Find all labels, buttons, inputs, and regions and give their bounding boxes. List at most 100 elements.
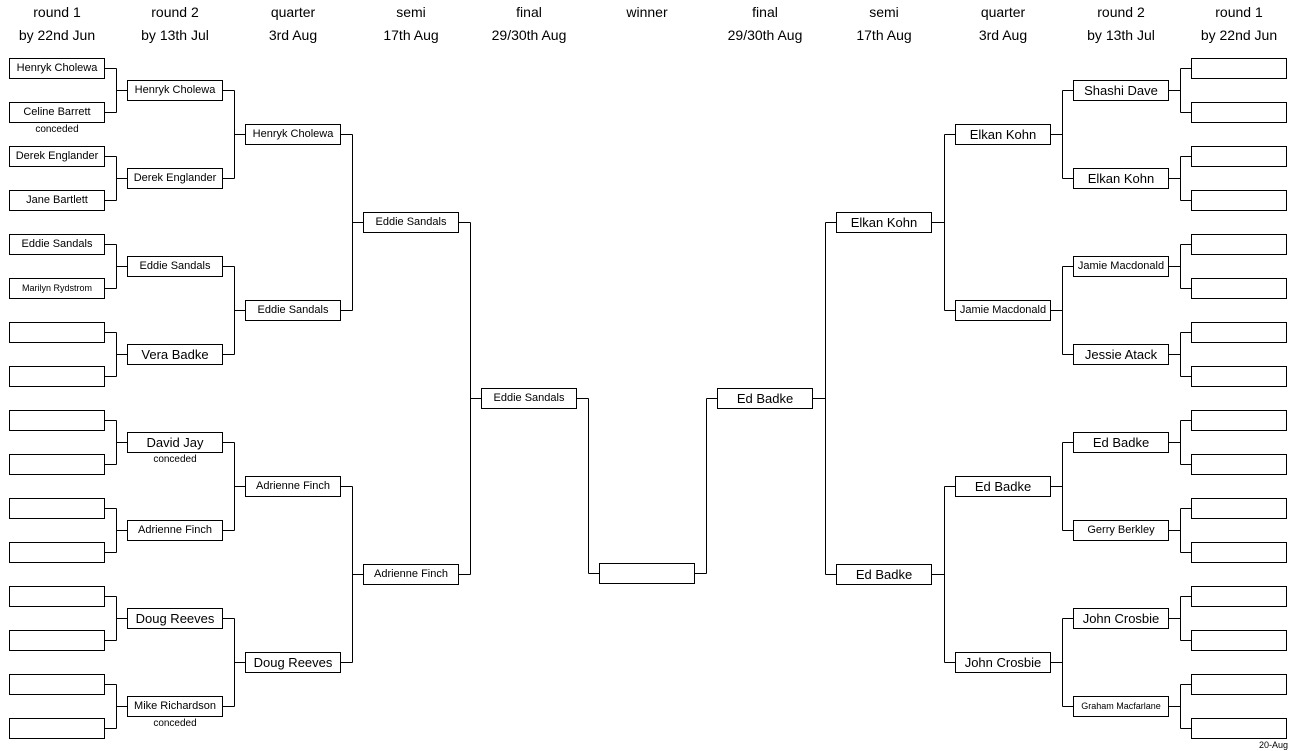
- round-date: 17th Aug: [383, 27, 439, 43]
- round-date: by 13th Jul: [1087, 27, 1155, 43]
- player-slot: [1191, 585, 1287, 607]
- round-date: 29/30th Aug: [727, 27, 803, 43]
- round-title: semi: [396, 4, 426, 20]
- round-date: 17th Aug: [856, 27, 912, 43]
- player-slot: Marilyn Rydstrom: [9, 277, 105, 299]
- player-slot: Derek Englander: [9, 145, 105, 167]
- round-header: final 29/30th Aug: [469, 1, 589, 47]
- round-header: semi 17th Aug: [824, 1, 944, 47]
- round-date: by 22nd Jun: [18, 27, 96, 43]
- player-slot: Jane Bartlett: [9, 189, 105, 211]
- player-slot: [1191, 629, 1287, 651]
- player-slot: Adrienne Finch: [245, 475, 341, 497]
- round-title: round 1: [1215, 4, 1263, 20]
- round-date: 3rd Aug: [268, 27, 318, 43]
- player-slot: [1191, 233, 1287, 255]
- conceded-note: conceded: [153, 453, 197, 465]
- round-date: by 13th Jul: [141, 27, 209, 43]
- player-slot: [9, 585, 105, 607]
- player-slot: Eddie Sandals: [127, 255, 223, 277]
- player-slot: [9, 497, 105, 519]
- player-slot: [9, 365, 105, 387]
- round-date: by 22nd Jun: [1200, 27, 1278, 43]
- round-title: round 2: [1097, 4, 1145, 20]
- winner-slot: [599, 562, 695, 584]
- player-slot: [9, 673, 105, 695]
- round-header: semi 17th Aug: [351, 1, 471, 47]
- player-slot: Vera Badke: [127, 343, 223, 365]
- player-slot: Jamie Macdonald: [955, 299, 1051, 321]
- player-slot: Derek Englander: [127, 167, 223, 189]
- round-header: winner: [587, 1, 707, 24]
- round-header: round 1 by 22nd Jun: [1179, 1, 1298, 47]
- player-slot: Jessie Atack: [1073, 343, 1169, 365]
- update-date: 20-Aug: [1258, 740, 1288, 750]
- player-slot: Adrienne Finch: [127, 519, 223, 541]
- player-slot: [9, 321, 105, 343]
- player-slot: [1191, 673, 1287, 695]
- player-slot: [1191, 453, 1287, 475]
- player-slot: [1191, 277, 1287, 299]
- player-slot: [9, 629, 105, 651]
- player-slot: Ed Badke: [836, 563, 932, 585]
- round-title: final: [752, 4, 778, 20]
- player-slot: Ed Badke: [717, 387, 813, 409]
- player-slot: Jamie Macdonald: [1073, 255, 1169, 277]
- player-slot: [9, 453, 105, 475]
- round-header: round 1 by 22nd Jun: [0, 1, 117, 47]
- player-slot: [1191, 717, 1287, 739]
- player-slot: [1191, 409, 1287, 431]
- round-title: round 2: [151, 4, 199, 20]
- player-slot: Eddie Sandals: [481, 387, 577, 409]
- player-slot: [1191, 365, 1287, 387]
- player-slot: Shashi Dave: [1073, 79, 1169, 101]
- player-slot: Elkan Kohn: [836, 211, 932, 233]
- player-slot: [9, 541, 105, 563]
- round-header: final 29/30th Aug: [705, 1, 825, 47]
- round-date: 3rd Aug: [978, 27, 1028, 43]
- round-title: final: [516, 4, 542, 20]
- player-slot: [9, 717, 105, 739]
- player-slot: Eddie Sandals: [245, 299, 341, 321]
- player-slot: [1191, 57, 1287, 79]
- player-slot: John Crosbie: [955, 651, 1051, 673]
- player-slot: Henryk Cholewa: [9, 57, 105, 79]
- player-slot: [1191, 497, 1287, 519]
- round-header: quarter 3rd Aug: [943, 1, 1063, 47]
- round-header: round 2 by 13th Jul: [1061, 1, 1181, 47]
- round-date: 29/30th Aug: [491, 27, 567, 43]
- player-slot: [1191, 321, 1287, 343]
- player-slot: [1191, 145, 1287, 167]
- player-slot: [1191, 541, 1287, 563]
- player-slot: John Crosbie: [1073, 607, 1169, 629]
- player-slot: Doug Reeves: [245, 651, 341, 673]
- player-slot: Ed Badke: [1073, 431, 1169, 453]
- player-slot: Henryk Cholewa: [245, 123, 341, 145]
- player-slot: Adrienne Finch: [363, 563, 459, 585]
- round-title: quarter: [270, 4, 316, 20]
- round-header: quarter 3rd Aug: [233, 1, 353, 47]
- player-slot: [1191, 189, 1287, 211]
- round-title: semi: [869, 4, 899, 20]
- player-slot: Graham Macfarlane: [1073, 695, 1169, 717]
- round-title: round 1: [33, 4, 81, 20]
- round-title: quarter: [980, 4, 1026, 20]
- player-slot: Eddie Sandals: [363, 211, 459, 233]
- player-slot: Doug Reeves: [127, 607, 223, 629]
- player-slot: Gerry Berkley: [1073, 519, 1169, 541]
- player-slot: Celine Barrett: [9, 101, 105, 123]
- player-slot: Elkan Kohn: [1073, 167, 1169, 189]
- round-title: winner: [626, 4, 668, 20]
- round-header: round 2 by 13th Jul: [115, 1, 235, 47]
- player-slot: Ed Badke: [955, 475, 1051, 497]
- conceded-note: conceded: [153, 717, 197, 729]
- player-slot: David Jay: [127, 431, 223, 453]
- player-slot: [9, 409, 105, 431]
- player-slot: Mike Richardson: [127, 695, 223, 717]
- player-slot: Eddie Sandals: [9, 233, 105, 255]
- player-slot: [1191, 101, 1287, 123]
- conceded-note: conceded: [35, 123, 79, 135]
- player-slot: Henryk Cholewa: [127, 79, 223, 101]
- player-slot: Elkan Kohn: [955, 123, 1051, 145]
